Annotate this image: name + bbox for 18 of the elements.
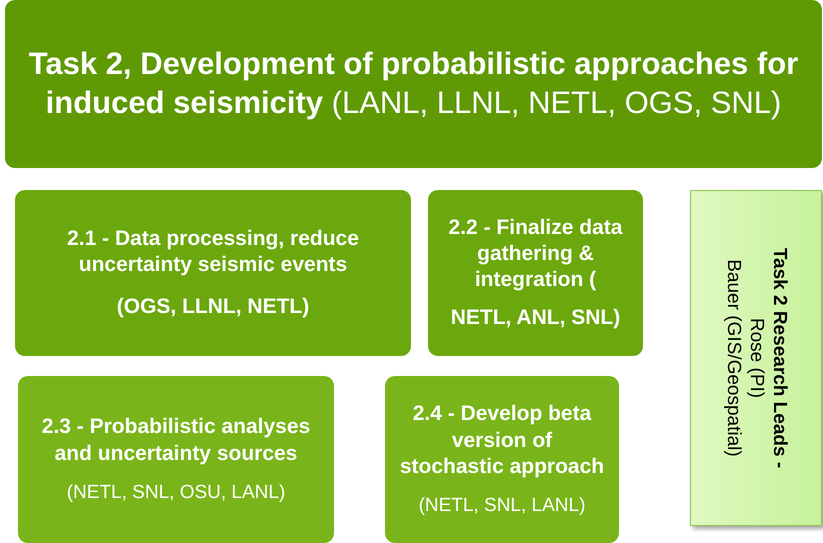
leads-panel xyxy=(690,190,822,526)
task-title: 2.2 - Finalize data gathering & integration ( xyxy=(448,214,624,293)
task-box xyxy=(385,376,619,543)
partner-list: (OGS, LLNL, NETL) xyxy=(116,294,310,320)
task-title: 2.4 - Develop beta version of stochastic approach xyxy=(398,401,606,480)
task-title: 2.3 - Probabilistic analyses and uncertainty sources xyxy=(40,414,312,467)
task-title: 2.1 - Data processing, reduce uncertainty seismic events xyxy=(66,226,360,278)
title-banner xyxy=(5,0,822,168)
leads-text: Task 2 Research Leads - xyxy=(768,248,790,468)
task-box xyxy=(18,376,334,543)
title-text: Task 2, Development of probabilistic approaches for induced seismicity (LANL, LLNL, NETL, OGS, SNL) xyxy=(28,45,800,122)
task-box xyxy=(15,190,411,356)
leads-text: Bauer (GIS/Geospatial) xyxy=(722,259,745,457)
task-box xyxy=(428,190,643,356)
partner-list: NETL, ANL, SNL) xyxy=(450,305,620,332)
partner-list: (NETL, SNL, LANL) xyxy=(418,494,586,518)
leads-text: Rose (PI) xyxy=(745,318,768,398)
partner-list: (NETL, SNL, OSU, LANL) xyxy=(66,480,286,505)
